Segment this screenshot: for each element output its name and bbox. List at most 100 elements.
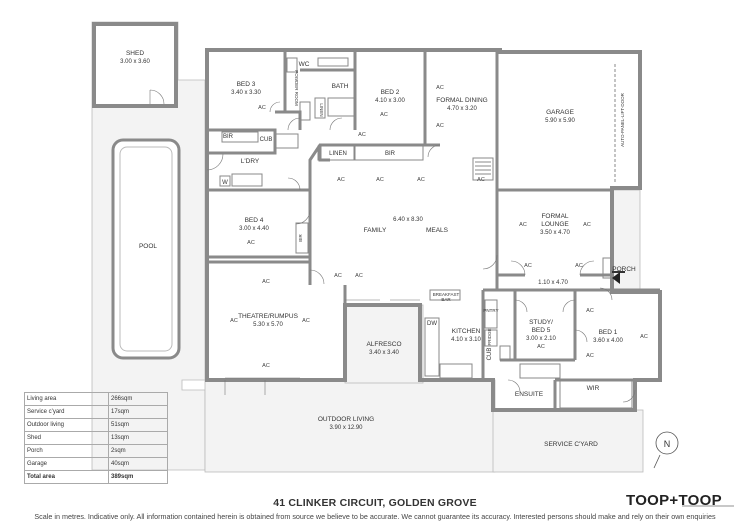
ac-marker: AC [537, 344, 545, 350]
disclaimer-text: Scale in metres. Indicative only. All in… [34, 512, 716, 521]
doors [206, 101, 636, 403]
compass-north-label: N [664, 439, 671, 449]
fridge-label: FRIDGE [487, 328, 492, 345]
area-value: 17sqm [108, 405, 168, 419]
area-value: 51sqm [108, 418, 168, 432]
family-size: 6.40 x 8.30 [393, 217, 423, 223]
ac-marker: AC [262, 363, 270, 369]
ac-marker: AC [436, 123, 444, 129]
service-yard-label: SERVICE C'YARD [544, 441, 598, 448]
washer-label: W [222, 180, 228, 186]
alfresco-size: 3.40 x 3.40 [369, 350, 399, 356]
ac-marker: AC [302, 318, 310, 324]
kitchen-size: 4.10 x 3.10 [451, 337, 481, 343]
area-label: Shed [24, 431, 109, 445]
bed4-size: 3.00 x 4.40 [239, 226, 269, 232]
bed3-label: BED 3 [237, 81, 256, 88]
property-address: 41 CLINKER CIRCUIT, GOLDEN GROVE [273, 497, 477, 509]
bir-bed4-label: BIR [298, 234, 303, 242]
ac-markers: AC AC AC AC AC AC AC AC AC AC AC AC AC A… [230, 85, 648, 369]
study-size: 3.00 x 2.10 [526, 336, 556, 342]
formal-dining-size: 4.70 x 3.20 [447, 106, 477, 112]
ac-marker: AC [477, 177, 485, 183]
linen-small-label: LINEN [319, 103, 324, 116]
garage-door-label: AUTO-PANEL-LIFT-DOOR [620, 92, 625, 147]
ac-marker: AC [640, 334, 648, 340]
breakfast-bar-label-1: BREAKFAST [433, 292, 460, 297]
area-value: 266sqm [108, 392, 168, 406]
ac-marker: AC [376, 177, 384, 183]
outdoor-living-size: 3.90 x 12.90 [329, 425, 363, 431]
ac-marker: AC [355, 273, 363, 279]
area-value: 389sqm [108, 470, 168, 484]
room-labels: SHED 3.00 x 3.60 BED 3 3.40 x 3.30 WC PO… [120, 50, 636, 448]
wir-label: WIR [587, 385, 600, 392]
ac-marker: AC [586, 308, 594, 314]
area-label: Outdoor living [24, 418, 109, 432]
pool [111, 138, 181, 360]
cub-bed3-label: CUB [260, 137, 273, 143]
house-walls [205, 48, 662, 412]
ac-marker: AC [230, 318, 238, 324]
laundry-label: L'DRY [241, 158, 260, 165]
linen-label: LINEN [329, 151, 347, 157]
ac-marker: AC [247, 240, 255, 246]
area-label: Porch [24, 444, 109, 458]
area-value: 40sqm [108, 457, 168, 471]
ac-marker: AC [575, 263, 583, 269]
brand-logo: TOOP+TOOP [626, 492, 722, 509]
study-label-2: BED 5 [532, 327, 551, 334]
family-label: FAMILY [364, 227, 387, 234]
ac-marker: AC [334, 273, 342, 279]
ac-marker: AC [524, 263, 532, 269]
outdoor-living-label: OUTDOOR LIVING [318, 416, 374, 423]
theatre-label: THEATRE/RUMPUS [238, 313, 298, 320]
pantry-label: PNTRY [483, 308, 498, 313]
bed1-label: BED 1 [599, 329, 618, 336]
kitchen-label: KITCHEN [452, 328, 481, 335]
area-value: 2sqm [108, 444, 168, 458]
formal-lounge-label-2: LOUNGE [541, 221, 569, 228]
bed3-size: 3.40 x 3.30 [231, 90, 261, 96]
powder-room-label: POWDER ROOM [294, 70, 299, 106]
bir-bed2-label: BIR [385, 151, 396, 157]
entry-size: 1.10 x 4.70 [538, 280, 568, 286]
ac-marker: AC [519, 222, 527, 228]
pool-label: POOL [139, 243, 157, 250]
formal-lounge-size: 3.50 x 4.70 [540, 230, 570, 236]
ensuite-label: ENSUITE [515, 391, 544, 398]
shed-label: SHED [126, 50, 144, 57]
garage-label: GARAGE [546, 109, 574, 116]
ac-marker: AC [337, 177, 345, 183]
bed4-label: BED 4 [245, 217, 264, 224]
dishwasher-label: DW [427, 321, 437, 327]
ac-marker: AC [417, 177, 425, 183]
ac-marker: AC [380, 112, 388, 118]
alfresco-label: ALFRESCO [366, 341, 401, 348]
shed-size: 3.00 x 3.60 [120, 59, 150, 65]
ac-marker: AC [583, 222, 591, 228]
area-label: Service c'yard [24, 405, 109, 419]
north-compass: N [653, 431, 679, 469]
ac-marker: AC [358, 132, 366, 138]
fixtures [219, 57, 633, 409]
theatre-size: 5.30 x 5.70 [253, 322, 283, 328]
bath-label: BATH [332, 83, 349, 90]
bed2-label: BED 2 [381, 89, 400, 96]
ac-marker: AC [436, 85, 444, 91]
breakfast-bar-label-2: BAR [441, 297, 451, 302]
bir-bed3-label: BIR [223, 134, 234, 140]
ac-marker: AC [262, 279, 270, 285]
formal-dining-label: FORMAL DINING [436, 97, 487, 104]
area-value: 13sqm [108, 431, 168, 445]
shed [92, 22, 178, 108]
wc-label: WC [299, 61, 310, 68]
cub-kitchen-label: CUB [487, 348, 493, 361]
